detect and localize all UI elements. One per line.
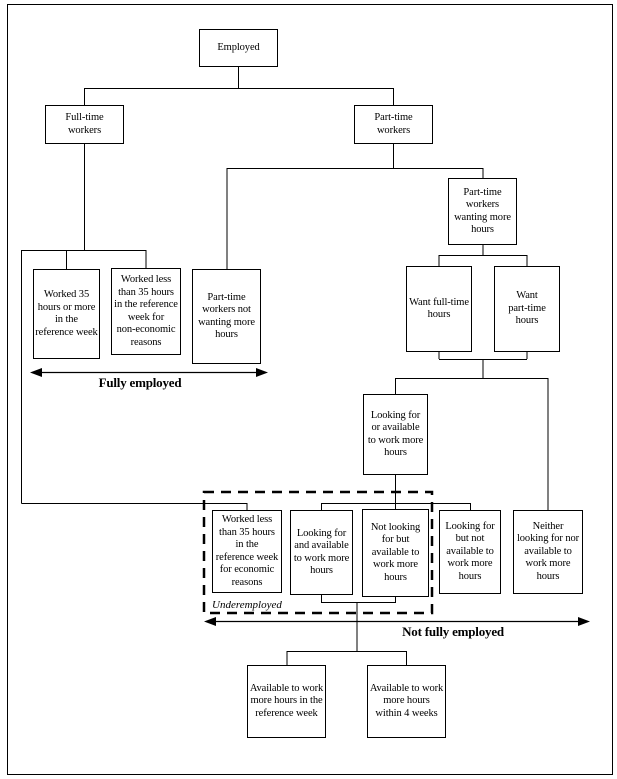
node-want-full-time-hours: Want full-time hours (406, 266, 472, 352)
node-available-within-4-weeks: Available to work more hours within 4 we… (367, 665, 446, 738)
node-worked-35-or-more: Worked 35 hours or more in the reference… (33, 269, 100, 359)
node-employed: Employed (199, 29, 278, 67)
underemployed-dashed-region (202, 490, 434, 615)
node-worked-lt35-non-economic: Worked less than 35 hours in the referen… (111, 268, 181, 355)
node-looking-but-not-available: Looking for but not available to work mo… (439, 510, 501, 594)
fully-employed-arrow (30, 368, 268, 377)
node-pt-workers-wanting-more-hours: Part-time workers wanting more hours (448, 178, 517, 245)
node-available-reference-week: Available to work more hours in the refe… (247, 665, 326, 738)
node-want-part-time-hours: Want part-time hours (494, 266, 560, 352)
node-pt-workers-not-wanting-more-hours: Part-time workers not wanting more hours (192, 269, 261, 364)
node-worked-lt35-economic: Worked less than 35 hours in the referen… (212, 510, 282, 593)
not-fully-employed-arrow (204, 617, 590, 626)
outer-border (7, 4, 613, 775)
underemployed-label: Underemployed (212, 599, 282, 611)
node-not-looking-but-available: Not looking for but available to work mo… (362, 509, 429, 597)
node-looking-and-available: Looking for and available to work more h… (290, 510, 353, 595)
not-fully-employed-label: Not fully employed (402, 624, 504, 639)
node-part-time-workers: Part-time workers (354, 105, 433, 144)
node-neither-looking-nor-available: Neither looking for nor available to wor… (513, 510, 583, 594)
fully-employed-label: Fully employed (98, 375, 182, 390)
node-looking-or-available: Looking for or available to work more ho… (363, 394, 428, 475)
node-full-time-workers: Full-time workers (45, 105, 124, 144)
